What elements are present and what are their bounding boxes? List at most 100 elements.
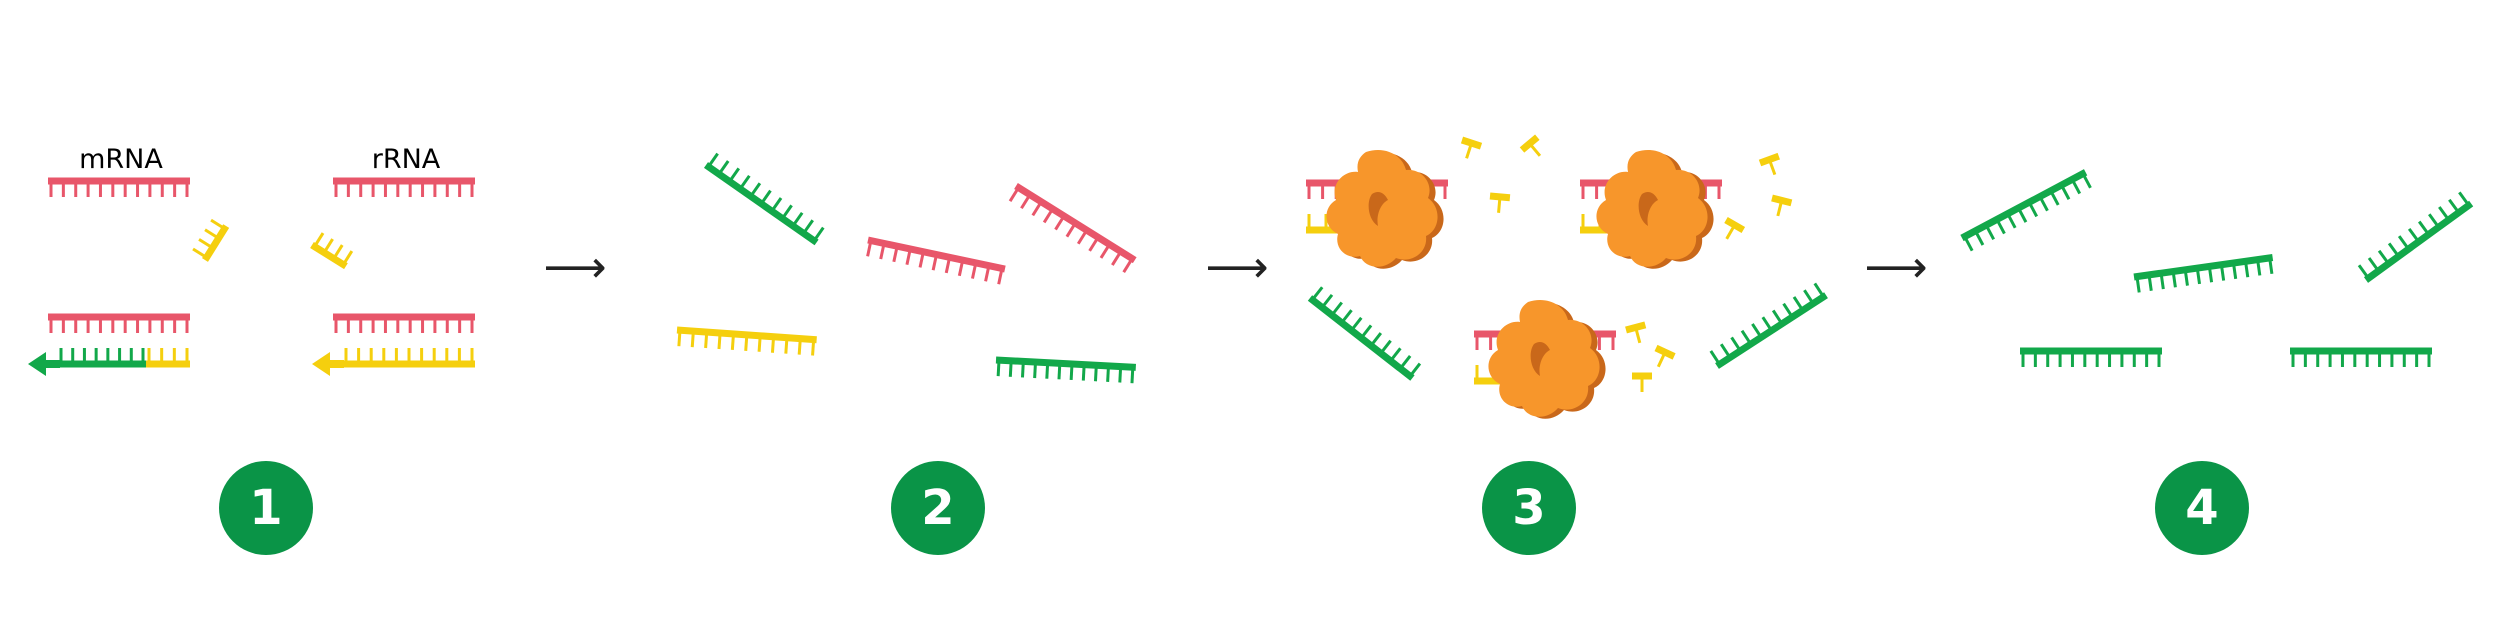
strand-base (1118, 366, 1123, 383)
strand-base (49, 181, 53, 197)
enzyme (1326, 150, 1444, 269)
strand-base (1634, 327, 1642, 344)
strand-base (1813, 282, 1825, 298)
strand-base (2135, 276, 2141, 293)
strand-base (2316, 351, 2320, 367)
strand-base (2303, 351, 2307, 367)
strand-base (2427, 351, 2431, 367)
strand-base (2387, 242, 2400, 258)
rrna-cdna-arrowhead (312, 352, 330, 376)
strand-backbone (1960, 169, 2088, 242)
strand-base (346, 317, 350, 333)
strand-base (2038, 195, 2049, 212)
strand-base (1033, 361, 1037, 379)
strand-base (770, 197, 783, 212)
strand-base (2367, 257, 2380, 272)
strand-base (2415, 351, 2419, 367)
strand-base (1489, 334, 1493, 350)
strand-base (1307, 214, 1311, 230)
step-arrow-3-4: ⟶ (1864, 242, 1927, 293)
strand-base (111, 317, 115, 333)
green-cdna-fragment (2020, 347, 2162, 367)
strand-base (1475, 334, 1479, 350)
green-cdna-fragment (2357, 191, 2474, 283)
mrna-cdna-duplex (28, 313, 190, 376)
strand-base (781, 204, 793, 220)
strand-base (2458, 191, 2470, 207)
strand-base (1088, 236, 1100, 252)
strand-base (86, 317, 90, 333)
strand-base (2353, 351, 2357, 367)
strand-base (2081, 172, 2092, 189)
strand-base (760, 189, 772, 205)
strand-base (382, 348, 386, 364)
strand-base (1465, 142, 1473, 159)
strand-base (2378, 351, 2382, 367)
strand-base (1761, 316, 1773, 332)
strand-base (408, 181, 412, 197)
strand-base (371, 181, 375, 197)
strand-base (204, 228, 220, 240)
cdna-arrowhead (28, 352, 46, 376)
strand-base (728, 167, 740, 183)
strand-base (445, 317, 449, 333)
strand-backbone (58, 360, 146, 368)
strand-base (2328, 351, 2332, 367)
strand-base (757, 335, 762, 352)
strand-base (2183, 269, 2189, 286)
strand-base (2120, 351, 2124, 367)
strand-base (2407, 227, 2420, 243)
strand-backbone (2020, 347, 2162, 355)
strand-base (2365, 351, 2369, 367)
step-marker-1: 1 (219, 461, 313, 555)
enzyme-body (1488, 300, 1600, 417)
strand-base (2438, 206, 2450, 221)
strand-base (2256, 259, 2262, 276)
strand-base (957, 259, 965, 277)
strand-base (1099, 243, 1111, 259)
strand-base (198, 238, 214, 250)
strand-base (1740, 329, 1752, 345)
step-4-panel (1960, 169, 2474, 367)
strand-base (344, 348, 348, 364)
red-rna-fragment (866, 236, 1006, 285)
strand-base (1031, 200, 1043, 217)
strand-base (2033, 351, 2037, 367)
strand-base (1963, 235, 1974, 252)
strand-base (1379, 339, 1392, 355)
strand-base (811, 339, 816, 356)
strand-base (1792, 296, 1804, 312)
strand-base (1995, 218, 2006, 235)
strand-base (136, 181, 140, 197)
rnase-h-complex (1306, 150, 1448, 269)
strand-base (2428, 213, 2440, 229)
strand-base (2357, 264, 2370, 280)
green-cdna-fragment (995, 356, 1136, 384)
strand-base (2268, 257, 2274, 274)
strand-backbone (1758, 152, 1780, 167)
strand-base (1307, 183, 1311, 199)
strand-base (2157, 351, 2161, 367)
strand-base (1443, 183, 1447, 199)
strand-base (160, 348, 164, 364)
strand-base (313, 232, 325, 248)
strand-base (1497, 196, 1502, 213)
step-arrow-1-2: ⟶ (543, 242, 606, 293)
strand-base (1130, 367, 1135, 384)
strand-base (2049, 190, 2060, 206)
strand-backbone (1014, 183, 1137, 264)
strand-base (408, 317, 412, 333)
mrna-strand (48, 177, 190, 197)
strand-base (1321, 183, 1325, 199)
strand-base (2017, 207, 2028, 223)
strand-base (1340, 309, 1353, 324)
strand-base (98, 317, 102, 333)
strand-base (334, 317, 338, 333)
strand-base (458, 317, 462, 333)
strand-backbone (333, 177, 475, 185)
strand-base (123, 317, 127, 333)
strand-base (1054, 215, 1066, 231)
strand-base (136, 317, 140, 333)
step-number: 2 (921, 480, 954, 536)
